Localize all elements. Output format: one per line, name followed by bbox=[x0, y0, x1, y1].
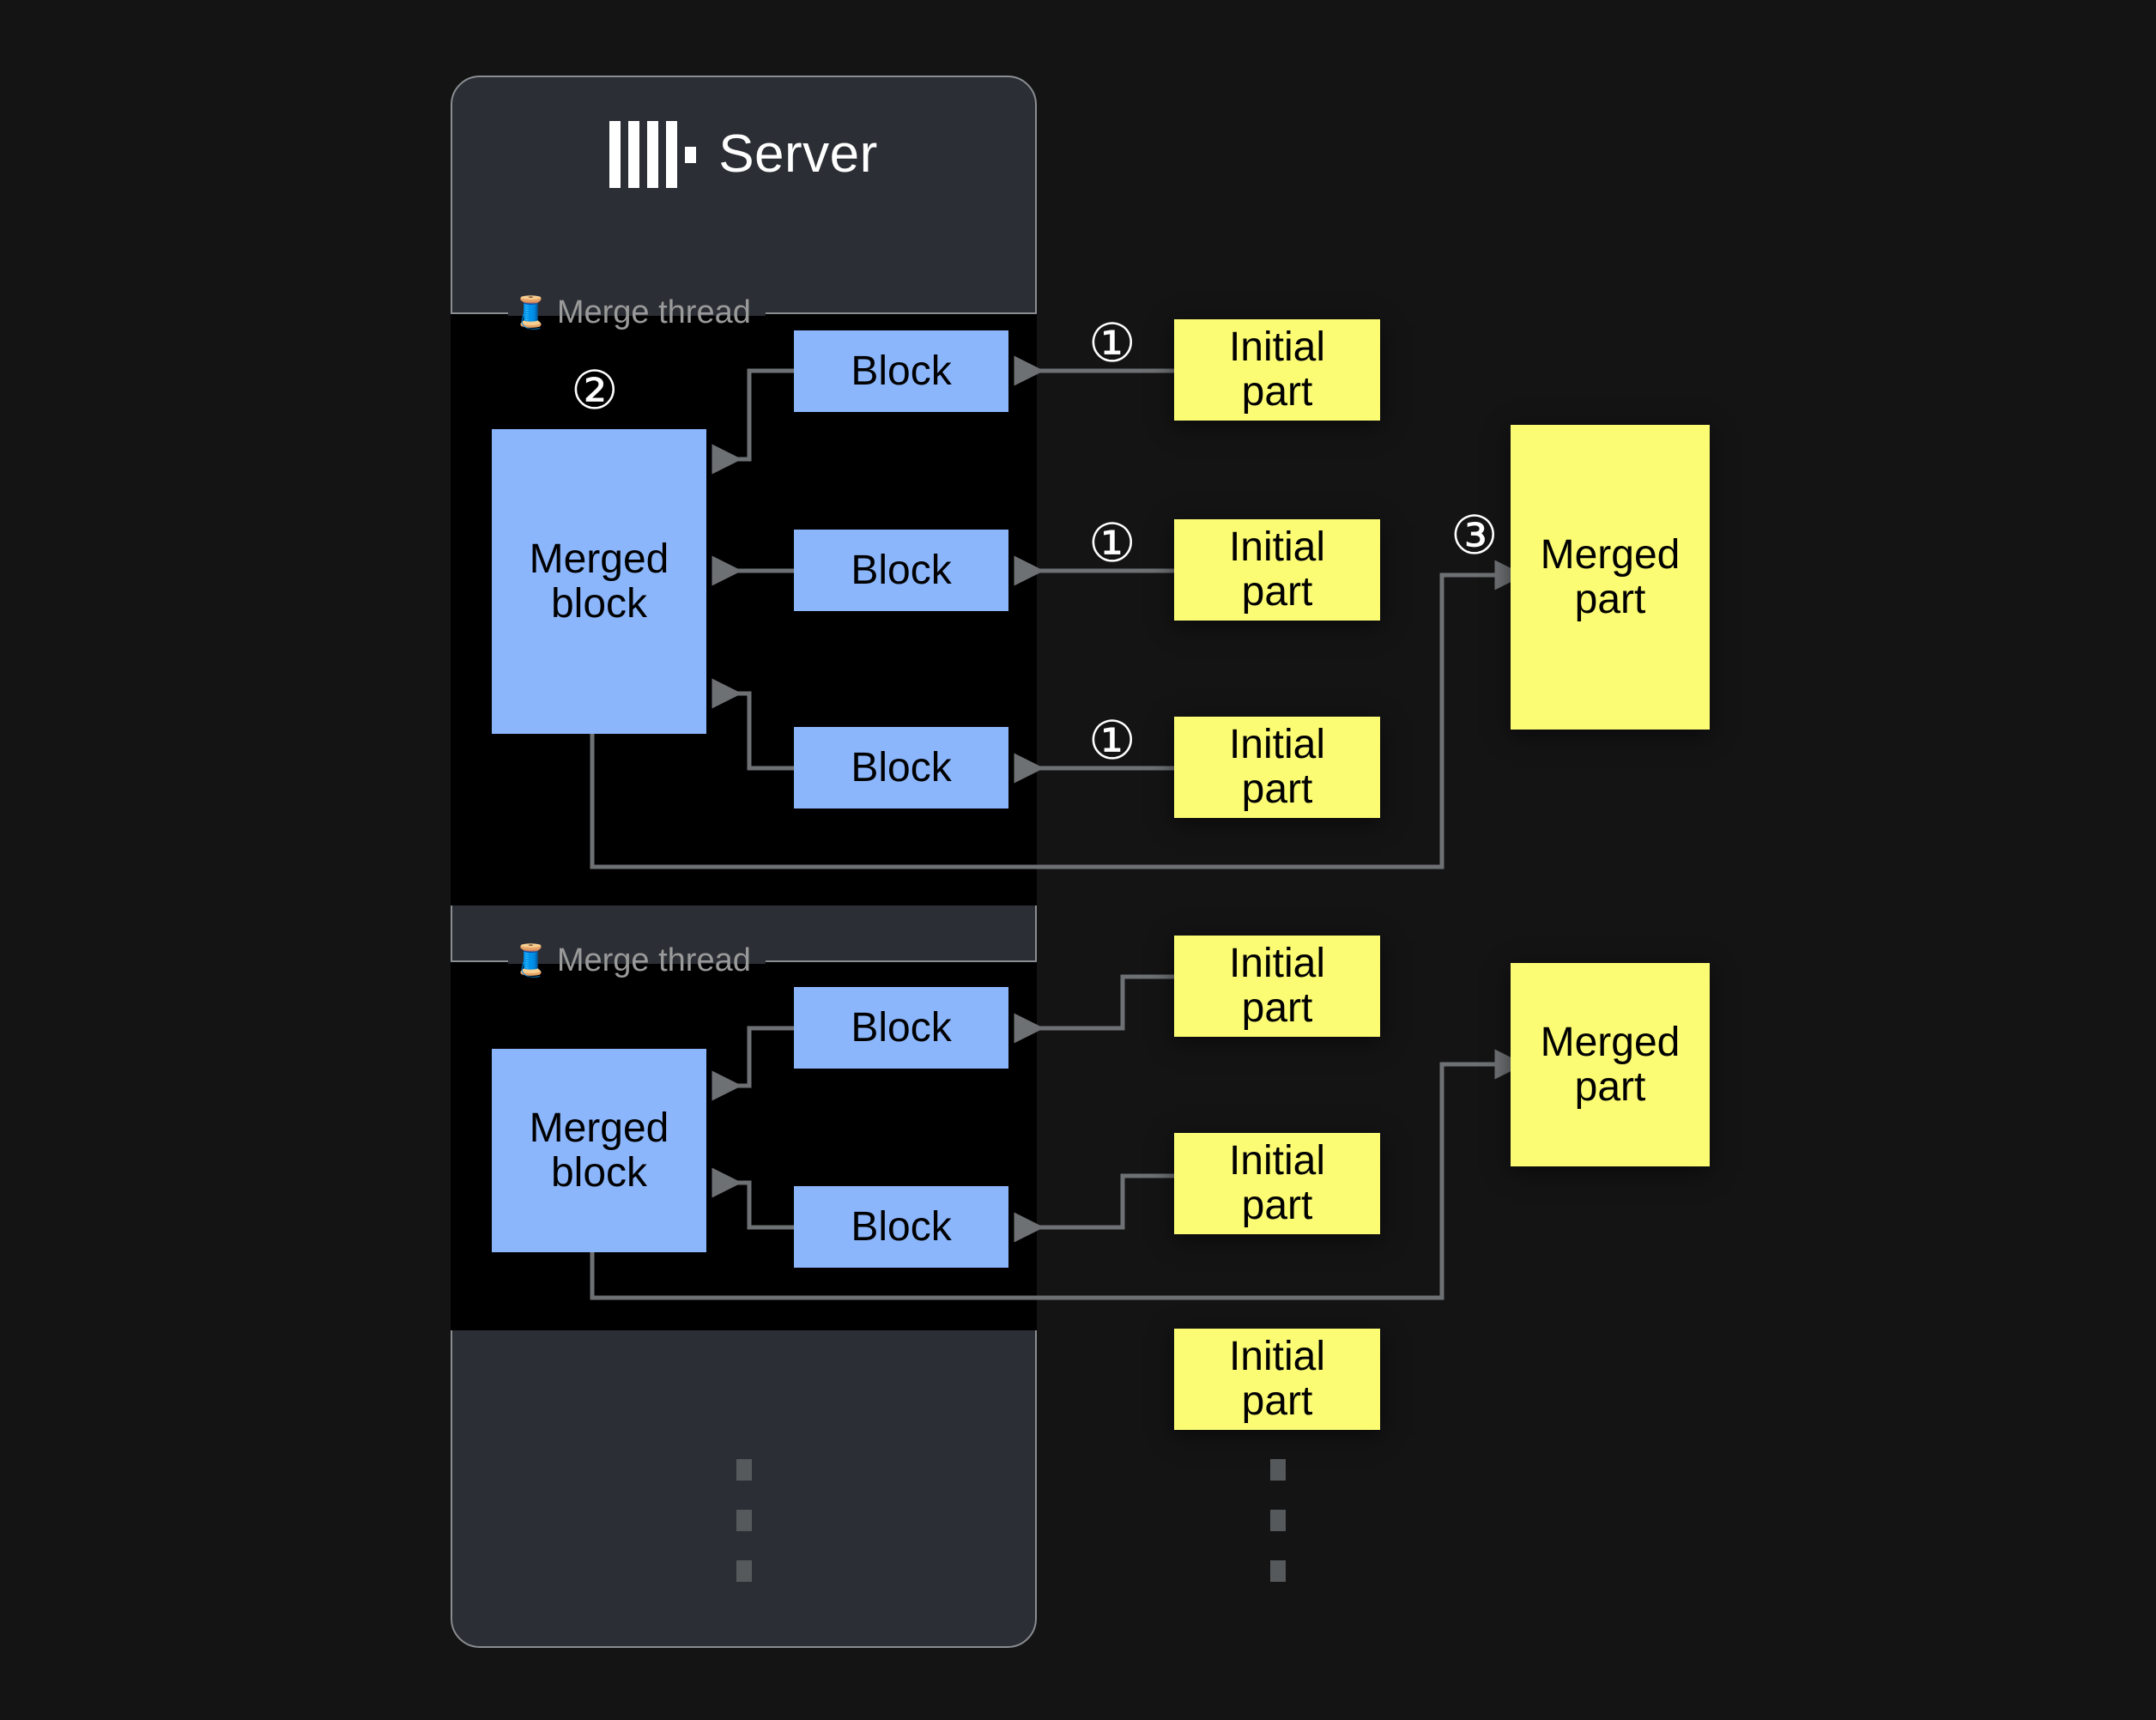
initial-part-line1: Initial bbox=[1228, 524, 1326, 571]
ellipsis-dot bbox=[736, 1560, 752, 1582]
parts-ellipsis bbox=[1270, 1459, 1286, 1582]
initial-part-line2: part bbox=[1241, 1378, 1313, 1424]
arrow-initialpart5-to-block2b bbox=[1014, 1173, 1174, 1243]
initial-part-line2: part bbox=[1241, 1183, 1313, 1228]
initial-part-line2: part bbox=[1241, 985, 1313, 1031]
merged-block-line1: Merged bbox=[529, 536, 669, 582]
step-marker-1a: ① bbox=[1088, 314, 1136, 373]
merged-block-line2: block bbox=[550, 1149, 648, 1196]
block-box: Block bbox=[794, 330, 1008, 412]
block-box: Block bbox=[794, 530, 1008, 611]
block-box: Block bbox=[794, 727, 1008, 809]
initial-part-line2: part bbox=[1241, 766, 1313, 812]
ellipsis-dot bbox=[736, 1510, 752, 1531]
merge-thread-legend-1: 🧵 Merge thread bbox=[505, 293, 758, 332]
merge-thread-legend-2: 🧵 Merge thread bbox=[505, 941, 758, 980]
ellipsis-dot bbox=[736, 1459, 752, 1481]
initial-part-line1: Initial bbox=[1228, 324, 1326, 371]
initial-part-line1: Initial bbox=[1228, 722, 1326, 768]
initial-part-line1: Initial bbox=[1228, 941, 1326, 987]
merged-part-line2: part bbox=[1574, 576, 1646, 622]
thread-spool-icon: 🧵 bbox=[512, 294, 550, 330]
arrow-initialpart4-to-block2a bbox=[1014, 974, 1174, 1044]
server-title: Server bbox=[451, 112, 1037, 197]
ellipsis-dot bbox=[1270, 1510, 1286, 1531]
step-marker-1b: ① bbox=[1088, 514, 1136, 573]
legend-mask-2 bbox=[508, 959, 766, 964]
initial-part-line2: part bbox=[1241, 369, 1313, 415]
block-box: Block bbox=[794, 987, 1008, 1069]
merged-block-line1: Merged bbox=[529, 1105, 669, 1151]
merged-block-line2: block bbox=[550, 580, 648, 627]
initial-part-line1: Initial bbox=[1228, 1138, 1326, 1184]
server-ellipsis bbox=[736, 1459, 752, 1582]
step-marker-3: ③ bbox=[1450, 506, 1499, 566]
initial-part-line1: Initial bbox=[1228, 1334, 1326, 1380]
merged-block-box: Merged block bbox=[492, 429, 706, 734]
clickhouse-logo-icon bbox=[609, 121, 697, 188]
thread-spool-icon: 🧵 bbox=[512, 942, 550, 978]
step-marker-2: ② bbox=[571, 361, 619, 421]
merged-part-line2: part bbox=[1574, 1063, 1646, 1110]
merged-block-box: Merged block bbox=[492, 1049, 706, 1252]
step-marker-1c: ① bbox=[1088, 712, 1136, 771]
merged-part-line1: Merged bbox=[1540, 531, 1681, 578]
merge-thread-label-2: Merge thread bbox=[556, 942, 751, 978]
server-title-label: Server bbox=[718, 124, 878, 184]
legend-mask-1 bbox=[508, 311, 766, 316]
ellipsis-dot bbox=[1270, 1459, 1286, 1481]
initial-part-line2: part bbox=[1241, 569, 1313, 615]
ellipsis-dot bbox=[1270, 1560, 1286, 1582]
block-box: Block bbox=[794, 1186, 1008, 1268]
merged-part-line1: Merged bbox=[1540, 1019, 1681, 1065]
merge-thread-label-1: Merge thread bbox=[556, 294, 751, 330]
